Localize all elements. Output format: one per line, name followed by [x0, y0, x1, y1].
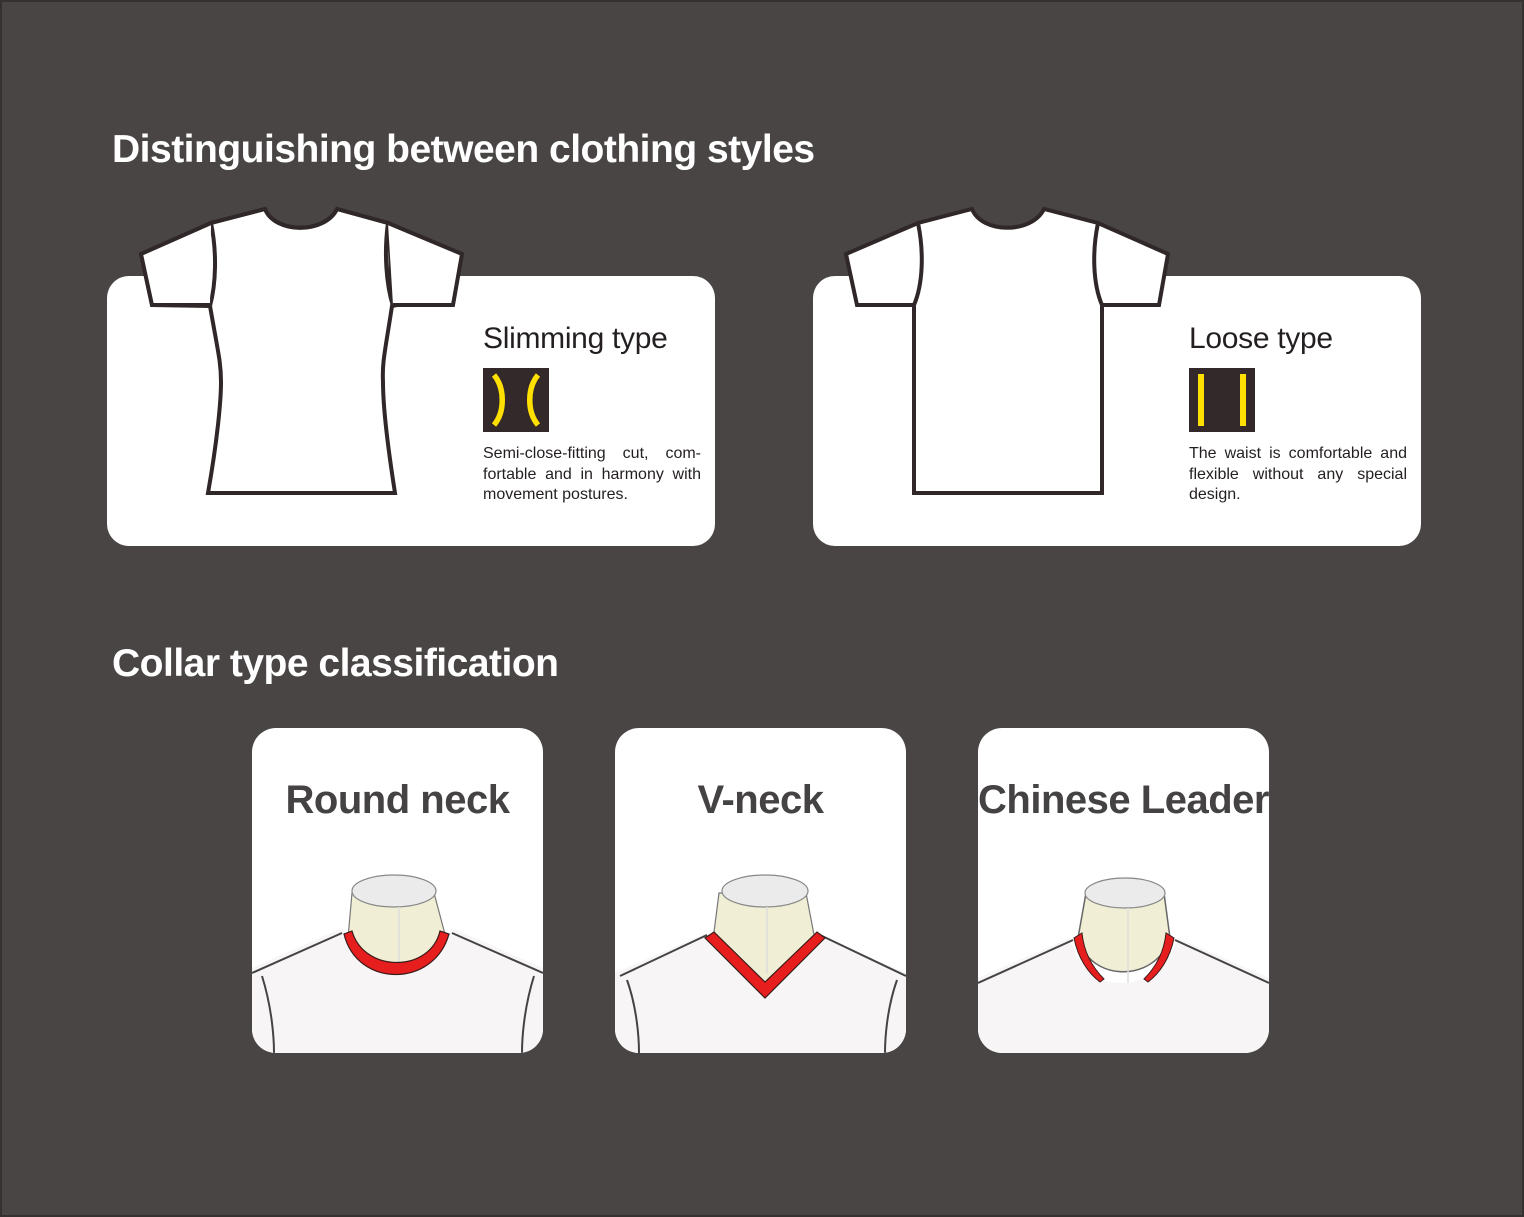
- section-title-collar-types: Collar type classification: [112, 642, 559, 685]
- collar-card-v-neck: V-neck: [615, 728, 906, 1053]
- style-card-text: Loose type The waist is comfortable and …: [1189, 322, 1407, 506]
- style-card-text: Slimming type Semi-close-fitting cut, co…: [483, 322, 701, 506]
- style-card-slimming: Slimming type Semi-close-fitting cut, co…: [107, 276, 715, 546]
- mandarin-collar-icon: [978, 877, 1269, 1053]
- collar-label: Chinese Leader: [978, 778, 1269, 822]
- style-card-heading: Slimming type: [483, 322, 668, 355]
- collar-card-round-neck: Round neck: [252, 728, 543, 1053]
- collar-label: Round neck: [285, 778, 510, 822]
- style-card-heading: Loose type: [1189, 322, 1333, 355]
- round-neck-collar-icon: [252, 874, 543, 1053]
- straight-waist-lines-icon: [1189, 368, 1255, 432]
- loose-tshirt-icon: [843, 206, 1171, 495]
- collar-card-chinese-collar: Chinese Leader: [978, 728, 1269, 1053]
- fitted-tshirt-icon: [138, 206, 465, 495]
- v-neck-collar-icon: [615, 874, 906, 1053]
- collar-label: V-neck: [697, 778, 824, 822]
- curved-waist-lines-icon: [483, 368, 549, 432]
- style-card-description: The waist is comfortable and flexible wi…: [1189, 445, 1407, 503]
- style-card-description: Semi-close-fitting cut, com-fortable and…: [483, 445, 701, 503]
- section-title-clothing-styles: Distinguishing between clothing styles: [112, 128, 815, 171]
